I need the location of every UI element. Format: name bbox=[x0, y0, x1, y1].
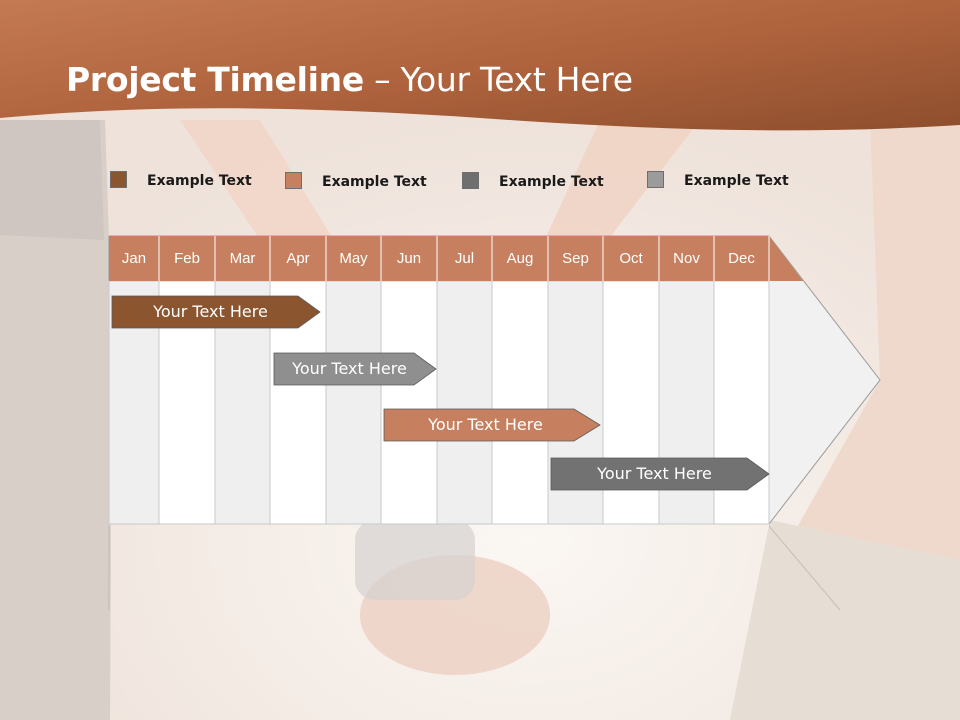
month-label-feb: Feb bbox=[174, 250, 200, 267]
legend-swatch-1 bbox=[110, 171, 127, 188]
legend-label-1: Example Text bbox=[147, 173, 252, 189]
task-label-2: Your Text Here bbox=[292, 359, 407, 378]
task-bar-4[interactable] bbox=[550, 457, 770, 491]
month-column-may bbox=[325, 280, 382, 525]
month-label-mar: Mar bbox=[229, 250, 256, 267]
page-title: Project Timeline – Your Text Here bbox=[66, 60, 633, 99]
month-label-may: May bbox=[339, 250, 368, 267]
month-label-sep: Sep bbox=[562, 250, 589, 267]
month-label-jun: Jun bbox=[396, 250, 422, 267]
legend-label-4: Example Text bbox=[684, 173, 789, 189]
legend-label-2: Example Text bbox=[322, 174, 427, 190]
month-label-apr: Apr bbox=[286, 250, 310, 267]
legend-swatch-3 bbox=[462, 172, 479, 189]
month-column-jun bbox=[380, 280, 438, 525]
task-bar-3[interactable] bbox=[383, 408, 601, 442]
task-bar-2[interactable] bbox=[273, 352, 437, 386]
month-label-dec: Dec bbox=[728, 250, 755, 267]
title-bold: Project Timeline bbox=[66, 60, 364, 99]
reflection-line-right bbox=[768, 525, 841, 611]
month-header-dividers bbox=[158, 236, 770, 281]
legend-swatch-2 bbox=[285, 172, 302, 189]
task-label-3: Your Text Here bbox=[428, 415, 543, 434]
task-bar-1[interactable] bbox=[111, 295, 321, 329]
month-label-nov: Nov bbox=[673, 250, 700, 267]
legend-swatch-4 bbox=[647, 171, 664, 188]
month-label-aug: Aug bbox=[506, 250, 534, 267]
legend-label-3: Example Text bbox=[499, 174, 604, 190]
month-column-jul bbox=[436, 280, 493, 525]
task-label-4: Your Text Here bbox=[597, 464, 712, 483]
month-label-jul: Jul bbox=[454, 250, 475, 267]
month-header-bar bbox=[109, 236, 803, 281]
month-label-oct: Oct bbox=[619, 250, 643, 267]
task-label-1: Your Text Here bbox=[153, 302, 268, 321]
task-bars bbox=[111, 295, 770, 491]
month-label-jan: Jan bbox=[121, 250, 147, 267]
month-column-aug bbox=[491, 280, 549, 525]
title-rest: – Your Text Here bbox=[363, 60, 633, 99]
